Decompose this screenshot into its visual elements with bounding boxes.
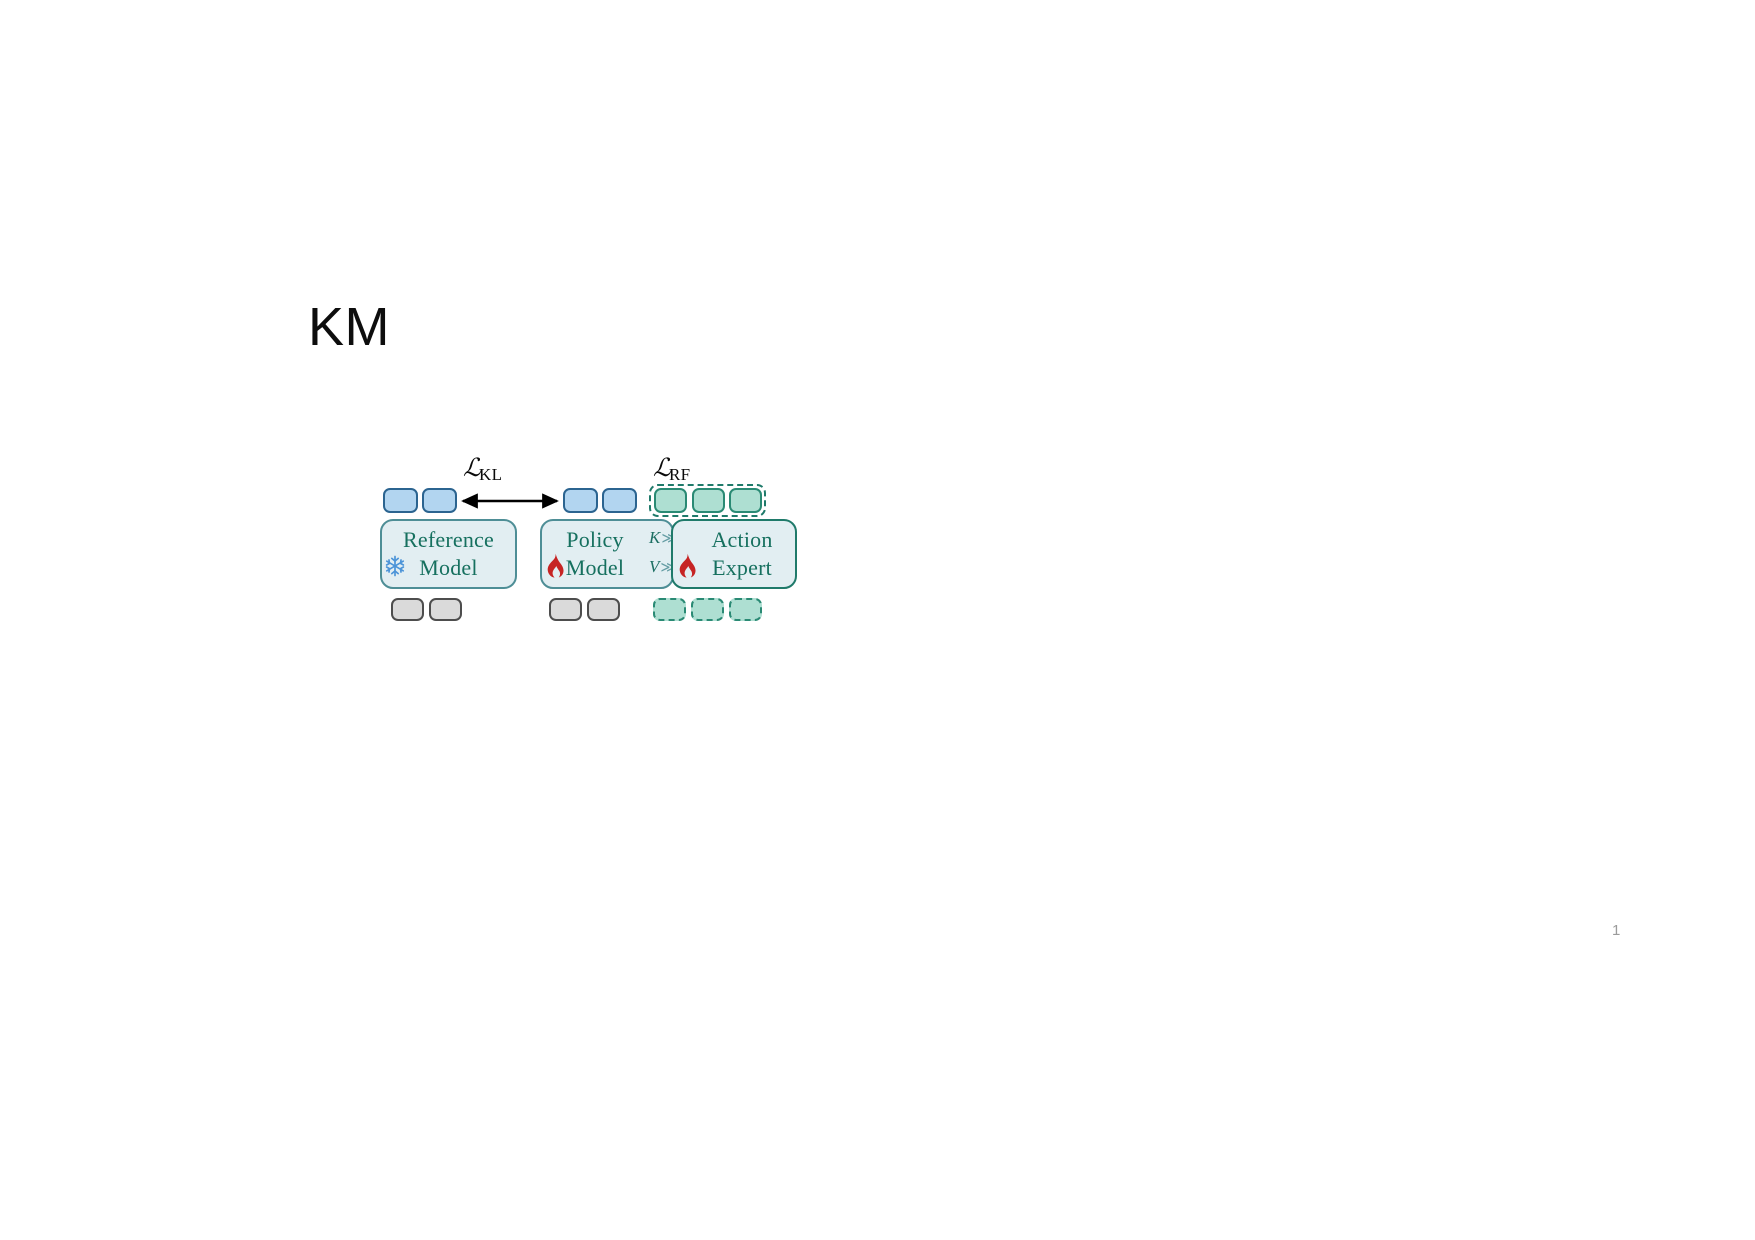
token-policy-input-2 [587, 598, 620, 621]
action-output-token-group [649, 484, 766, 517]
token-action-input-3 [729, 598, 762, 621]
kl-arrow [461, 493, 559, 509]
fire-icon-glyph [679, 553, 696, 578]
module-action-expert-label: Action Expert [711, 526, 772, 582]
token-reference-input-1 [391, 598, 424, 621]
module-policy-model-line1: Policy [566, 526, 624, 552]
page-number: 1 [1612, 922, 1621, 939]
module-action-expert[interactable]: Action Expert [671, 519, 797, 589]
token-action-output-1 [654, 488, 687, 513]
module-policy-model-line2: Model [565, 555, 625, 580]
token-reference-input-2 [429, 598, 462, 621]
page-title: KM [308, 297, 390, 357]
fire-icon-glyph [547, 553, 564, 578]
kl-loss-subscript: KL [479, 465, 503, 484]
token-policy-input-1 [549, 598, 582, 621]
token-action-output-3 [729, 488, 762, 513]
module-action-expert-line1: Action [711, 526, 773, 552]
kl-loss-label: ℒKL [463, 453, 503, 483]
token-action-input-1 [653, 598, 686, 621]
token-policy-output-2 [602, 488, 637, 513]
token-action-output-2 [692, 488, 725, 513]
module-reference-model-line1: Reference [403, 526, 494, 552]
snowflake-icon [383, 554, 407, 582]
module-policy-model[interactable]: Policy Model [540, 519, 674, 589]
token-policy-output-1 [563, 488, 598, 513]
module-reference-model[interactable]: Reference Model [380, 519, 517, 589]
fire-icon [675, 553, 697, 583]
module-action-expert-line2: Expert [712, 555, 772, 580]
policy-key-letter: K [649, 528, 661, 547]
token-action-input-2 [691, 598, 724, 621]
snowflake-icon-glyph [385, 555, 405, 577]
fire-icon [543, 553, 565, 583]
token-reference-output-1 [383, 488, 418, 513]
module-reference-model-label: Reference Model [403, 526, 494, 582]
rf-loss-symbol: ℒ [653, 453, 671, 482]
rf-loss-label: ℒRF [653, 453, 691, 483]
token-reference-output-2 [422, 488, 457, 513]
rf-loss-subscript: RF [669, 465, 691, 484]
module-policy-model-label: Policy Model [566, 526, 624, 582]
kl-loss-symbol: ℒ [463, 453, 481, 482]
training-architecture-diagram: ℒKL ℒRF Reference Model [375, 450, 825, 650]
policy-value-letter: V [649, 557, 660, 576]
module-reference-model-line2: Model [419, 555, 478, 580]
